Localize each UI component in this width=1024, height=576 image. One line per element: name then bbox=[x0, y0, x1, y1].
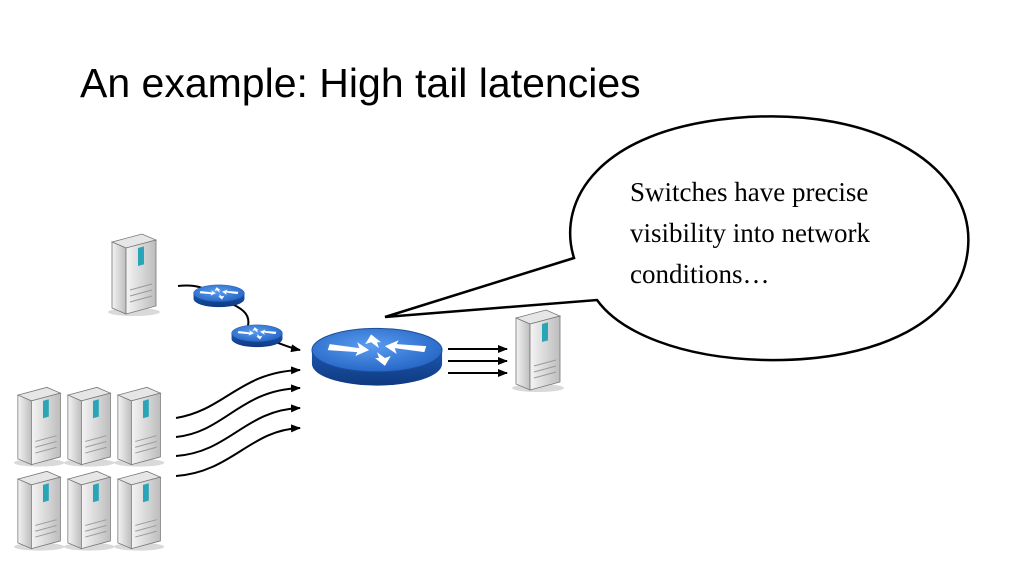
flow-curve bbox=[175, 424, 301, 477]
server-tower-icon bbox=[114, 470, 165, 552]
callout-line: visibility into network bbox=[630, 218, 870, 248]
speech-bubble bbox=[384, 115, 970, 362]
flow-curve bbox=[175, 366, 301, 419]
server-tower-icon bbox=[14, 386, 65, 468]
callout-line: conditions… bbox=[630, 259, 770, 289]
server-tower-icon bbox=[108, 233, 161, 316]
flow-curve bbox=[175, 384, 301, 438]
router-switch-icon bbox=[311, 327, 443, 387]
router-switch-icon bbox=[231, 324, 283, 348]
server-tower-icon bbox=[14, 470, 65, 552]
flow-curve bbox=[175, 404, 301, 457]
slide-title: An example: High tail latencies bbox=[80, 60, 641, 106]
server-tower-icon bbox=[64, 386, 115, 468]
server-tower-icon bbox=[114, 386, 165, 468]
server-tower-icon bbox=[64, 470, 115, 552]
callout-line: Switches have precise bbox=[630, 177, 869, 207]
router-switch-icon bbox=[193, 284, 245, 308]
callout-text: Switches have precise visibility into ne… bbox=[630, 172, 950, 295]
server-tower-icon bbox=[512, 309, 565, 392]
